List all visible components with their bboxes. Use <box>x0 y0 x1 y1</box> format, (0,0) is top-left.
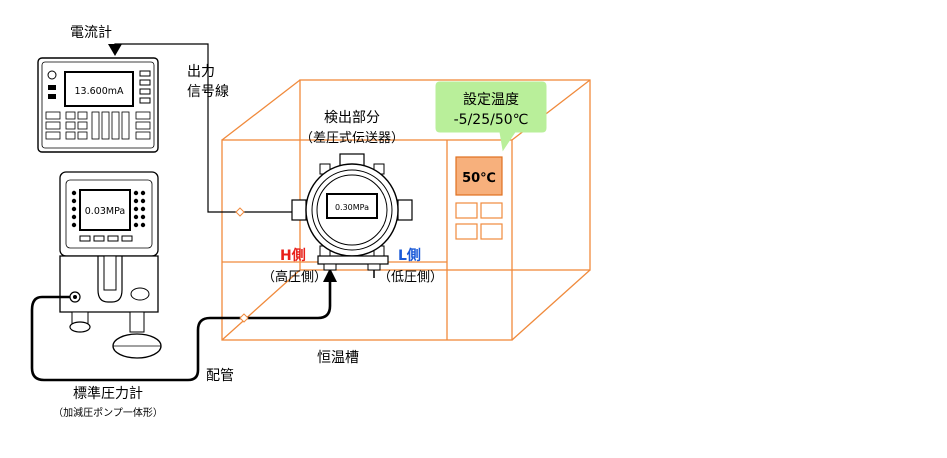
setpoint-title: 設定温度 <box>463 92 519 108</box>
output-label-line1: 出力 <box>187 64 215 80</box>
l-side-label: L側 <box>398 247 421 264</box>
ammeter-reading: 13.600mA <box>75 86 124 97</box>
standard-pressure-gauge: 0.03MPa <box>59 171 162 359</box>
transmitter-display <box>326 193 378 219</box>
bath-front-face <box>221 139 513 341</box>
bath-control-panel: 50℃ <box>455 156 503 240</box>
ammeter-label: 電流計 <box>70 25 112 41</box>
setpoint-bubble: 設定温度 -5/25/50℃ <box>435 81 547 152</box>
bath-button <box>480 202 503 219</box>
bath-back-face <box>299 79 591 271</box>
transmitter-reading: 0.30MPa <box>335 203 369 212</box>
bath-button <box>455 223 478 240</box>
piping-line <box>30 282 332 382</box>
std-gauge-label: 標準圧力計 <box>73 386 143 402</box>
constant-temperature-bath <box>221 79 591 341</box>
detector-label: 検出部分 <box>324 110 380 126</box>
output-label-line2: 信号線 <box>187 84 229 100</box>
bath-temp-value: 50℃ <box>462 171 496 186</box>
gauge-reading: 0.03MPa <box>85 206 125 217</box>
bath-button <box>455 202 478 219</box>
arrow-down-icon <box>108 44 122 56</box>
ammeter: 13.600mA <box>37 57 159 153</box>
bath-label: 恒温槽 <box>317 350 359 366</box>
bath-temp-display <box>455 156 503 196</box>
setpoint-values: -5/25/50℃ <box>454 112 529 128</box>
bath-button <box>480 223 503 240</box>
h-side-sublabel: （高圧側） <box>262 269 327 285</box>
l-side-sublabel: （低圧側） <box>378 270 443 285</box>
arrow-up-icon <box>323 268 337 282</box>
adjust-knob-icon <box>69 321 91 333</box>
piping-label: 配管 <box>206 368 234 384</box>
dp-transmitter: 0.30MPa <box>291 153 413 278</box>
h-side-label: H側 <box>280 247 306 264</box>
gauge-display <box>79 189 131 231</box>
power-knob-icon <box>47 70 57 80</box>
detector-sublabel: （差圧式伝送器） <box>300 131 404 146</box>
std-gauge-sublabel: （加減圧ポンプ一体形） <box>53 406 163 419</box>
ammeter-display <box>64 71 134 107</box>
